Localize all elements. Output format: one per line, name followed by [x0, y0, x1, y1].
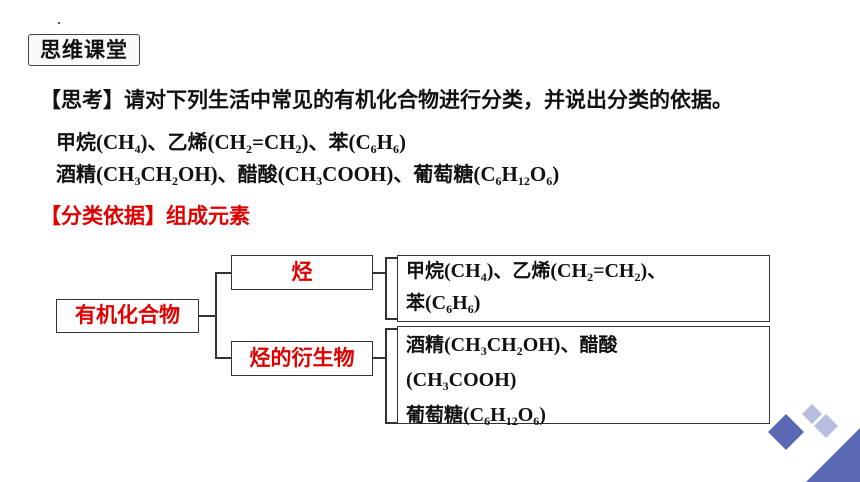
separator: 、	[493, 260, 513, 282]
connector	[385, 328, 387, 423]
acid-formula: (CH3COOH)	[277, 162, 394, 188]
separator: 、	[147, 130, 168, 154]
connector	[385, 318, 397, 320]
ethylene-name: 乙烯	[512, 260, 551, 282]
root-box: 有机化合物	[56, 299, 199, 333]
examples-line-1: 甲烷(CH4)、乙烯(CH2=CH2)、苯(C6H6)	[56, 126, 406, 157]
connector	[385, 422, 397, 424]
connector	[215, 272, 217, 358]
derivative-detail-box: 酒精(CH3CH2OH)、醋酸 (CH3COOH) 葡萄糖(C6H12O6)	[397, 326, 770, 428]
acid-formula: (CH3COOH)	[406, 369, 517, 393]
dot-mark	[58, 22, 60, 24]
branch-derivative-box: 烃的衍生物	[231, 341, 373, 376]
connector	[385, 257, 397, 259]
think-question: 【思考】请对下列生活中常见的有机化合物进行分类，并说出分类的依据。	[40, 88, 733, 112]
benzene-formula: (C6H6)	[348, 130, 406, 156]
ethylene-formula: (CH2=CH2)	[550, 260, 648, 284]
methane-name: 甲烷	[406, 260, 445, 282]
benzene-name: 苯	[328, 130, 349, 154]
detail-line: (CH3COOH)	[406, 366, 761, 401]
benzene-formula: (C6H6)	[425, 292, 481, 316]
connector	[385, 257, 387, 319]
acid-name: 醋酸	[579, 334, 618, 356]
glucose-name: 葡萄糖	[413, 162, 474, 186]
alcohol-name: 酒精	[56, 162, 96, 186]
decor-diamond	[802, 404, 822, 424]
ethylene-formula: (CH2=CH2)	[207, 130, 309, 156]
separator: 、	[217, 162, 238, 186]
connector	[385, 328, 397, 330]
detail-line: 苯(C6H6)	[406, 290, 761, 322]
glucose-formula: (C6H12O6)	[463, 404, 546, 428]
ethylene-name: 乙烯	[167, 130, 208, 154]
glucose-formula: (C6H12O6)	[473, 162, 560, 188]
decor-triangle	[806, 428, 860, 482]
decor-diamond	[768, 414, 804, 450]
connector	[373, 272, 385, 274]
corner-decoration	[768, 404, 860, 482]
detail-line: 酒精(CH3CH2OH)、醋酸	[406, 331, 761, 366]
detail-line: 葡萄糖(C6H12O6)	[406, 401, 761, 436]
separator: 、	[308, 130, 329, 154]
methane-formula: (CH4)	[444, 260, 494, 284]
classification-basis: 【分类依据】组成元素	[40, 204, 250, 228]
branch-hydrocarbon-box: 烃	[231, 255, 373, 290]
examples-line-2: 酒精(CH3CH2OH)、醋酸(CH3COOH)、葡萄糖(C6H12O6)	[56, 158, 559, 189]
separator: 、	[393, 162, 414, 186]
methane-name: 甲烷	[56, 130, 96, 154]
methane-formula: (CH4)	[96, 130, 148, 156]
alcohol-name: 酒精	[406, 334, 445, 356]
connector	[199, 315, 215, 317]
connector	[215, 272, 231, 274]
benzene-name: 苯	[406, 292, 426, 314]
acid-name: 醋酸	[237, 162, 278, 186]
detail-line: 甲烷(CH4)、乙烯(CH2=CH2)、	[406, 258, 761, 290]
hydrocarbon-detail-box: 甲烷(CH4)、乙烯(CH2=CH2)、 苯(C6H6)	[397, 255, 770, 322]
glucose-name: 葡萄糖	[406, 404, 464, 426]
connector	[373, 357, 385, 359]
alcohol-formula: (CH3CH2OH)	[444, 334, 561, 358]
section-tag: 思维课堂	[28, 34, 140, 66]
separator: 、	[647, 260, 667, 282]
connector	[215, 357, 231, 359]
separator: 、	[560, 334, 580, 356]
alcohol-formula: (CH3CH2OH)	[96, 162, 218, 188]
decor-diamond	[814, 414, 838, 438]
